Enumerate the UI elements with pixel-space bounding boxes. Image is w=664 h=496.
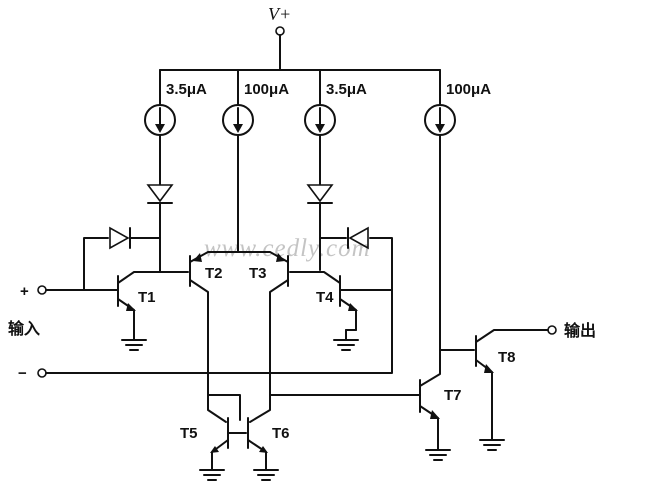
t5-label: T5	[180, 425, 198, 442]
transistor-t4: T4	[316, 271, 393, 331]
t1-label: T1	[138, 289, 156, 306]
current-label-4: 100μA	[446, 81, 491, 98]
noninverting-input-terminal: +	[20, 283, 119, 300]
transistor-t3: T3	[237, 251, 289, 396]
inverting-input-terminal: −	[18, 289, 393, 382]
ground-t4	[333, 329, 359, 351]
t4-label: T4	[316, 289, 334, 306]
input-label: 输入	[8, 319, 40, 338]
t3-label: T3	[249, 265, 267, 282]
t8-label: T8	[498, 349, 516, 366]
t6-label: T6	[272, 425, 290, 442]
ground-t6	[253, 461, 279, 481]
supply-terminal: V+	[268, 4, 291, 71]
t7-label: T7	[444, 387, 462, 404]
minus-sign: −	[18, 365, 27, 382]
transistor-t5: T5	[180, 394, 247, 463]
transistor-t7: T7	[417, 309, 462, 441]
current-source-2	[222, 69, 254, 245]
output-terminal: 输出	[547, 321, 596, 340]
current-label-1: 3.5μA	[166, 81, 207, 98]
current-source-3	[304, 69, 336, 185]
transistor-t6: T6	[247, 394, 419, 463]
plus-sign: +	[20, 283, 29, 300]
transistor-t2: T2	[189, 243, 239, 396]
transistor-t1: T1	[117, 269, 161, 331]
output-label: 输出	[564, 321, 596, 340]
diode-d3	[83, 226, 161, 291]
current-label-2: 100μA	[244, 81, 289, 98]
ground-t1	[121, 329, 147, 351]
diode-d1	[146, 184, 174, 271]
diode-d2	[306, 184, 334, 271]
t2-label: T2	[205, 265, 223, 282]
ground-t7	[425, 439, 451, 461]
current-source-1	[144, 69, 176, 185]
transistor-t8: T8	[475, 329, 549, 431]
ground-t5	[199, 461, 225, 481]
supply-label: V+	[268, 4, 291, 24]
current-label-3: 3.5μA	[326, 81, 367, 98]
diode-d4	[319, 226, 393, 291]
current-source-4	[424, 69, 456, 311]
ground-t8	[479, 429, 505, 451]
watermark: www.cedly.com	[204, 235, 371, 262]
